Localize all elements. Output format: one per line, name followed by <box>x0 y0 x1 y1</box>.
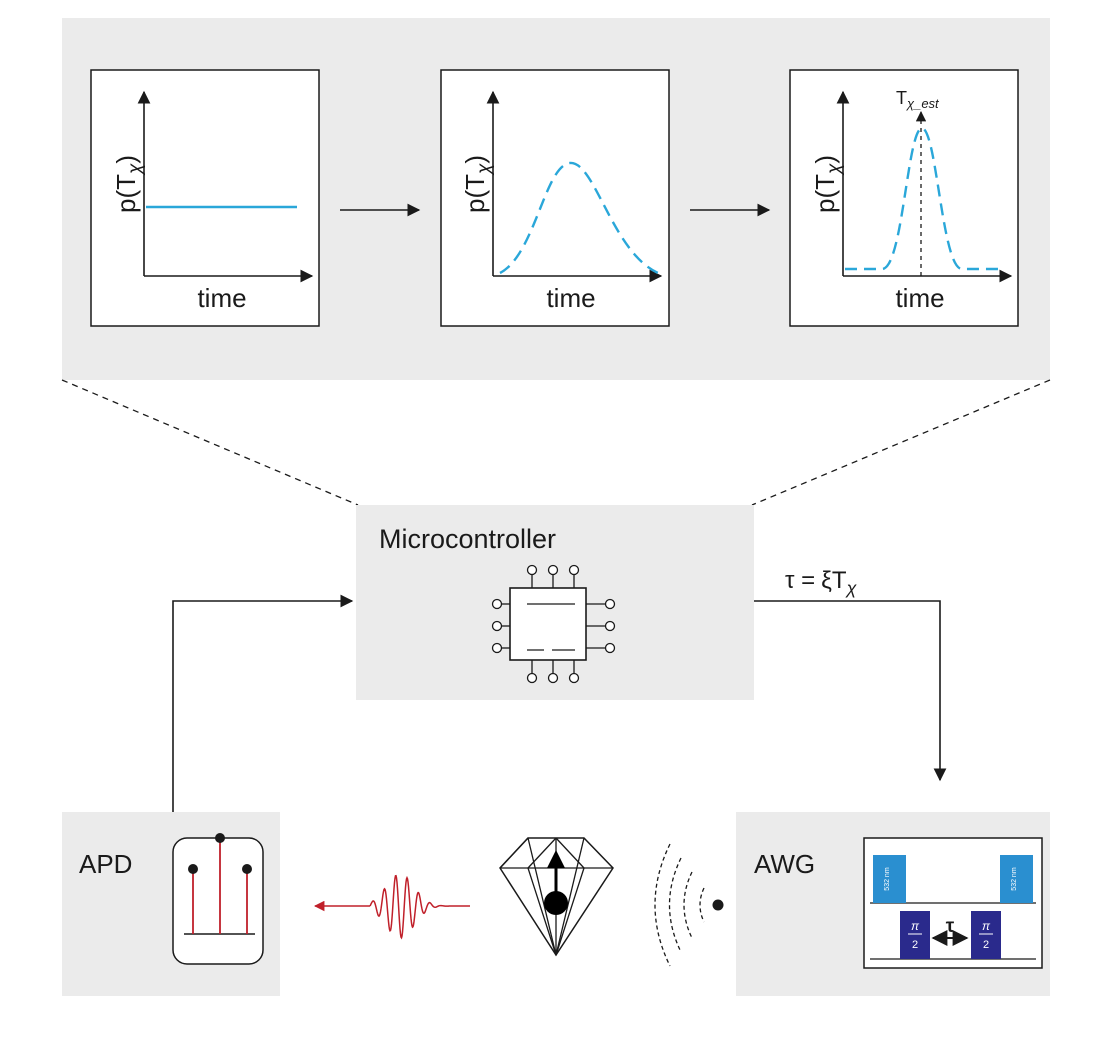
tau-delay-label: τ <box>946 916 955 937</box>
pulse-sequence-icon: 532 nm 532 nm π 2 π 2 τ <box>863 837 1043 969</box>
photon-wave-icon <box>313 874 470 940</box>
nv-diamond-icon <box>499 837 614 957</box>
tau-equation-label: τ =ξTχ <box>785 567 858 598</box>
svg-text:2: 2 <box>983 939 989 951</box>
x-axis-label: time <box>895 283 944 313</box>
chip-icon <box>491 564 616 684</box>
apd-label: APD <box>79 849 132 879</box>
y-axis-label: p(Tχ) <box>810 155 845 213</box>
svg-text:2: 2 <box>912 939 918 951</box>
narrow-gaussian-curve <box>845 126 1003 271</box>
photon-counts-icon <box>172 833 264 965</box>
x-axis-label: time <box>546 283 595 313</box>
zoom-line-right <box>751 379 1051 506</box>
plot-broad-posterior: time p(Tχ) <box>440 69 670 327</box>
mw-pulse-left <box>900 911 930 959</box>
microwave-emitter-icon <box>654 843 724 967</box>
x-axis-label: time <box>197 283 246 313</box>
svg-text:532 nm: 532 nm <box>884 867 891 891</box>
microcontroller-label: Microcontroller <box>379 524 556 554</box>
estimate-label: Tχ_est <box>896 88 940 111</box>
y-axis-label: p(Tχ) <box>460 155 495 213</box>
svg-text:532 nm: 532 nm <box>1011 867 1018 891</box>
svg-text:π: π <box>982 919 991 933</box>
laser-pulse-right <box>1000 855 1033 903</box>
y-axis-label: p(Tχ) <box>111 155 146 213</box>
plot-uniform-prior: time p(Tχ) <box>90 69 320 327</box>
laser-pulse-left <box>873 855 906 903</box>
zoom-line-left <box>61 379 359 506</box>
awg-label: AWG <box>754 849 815 879</box>
broad-gaussian-curve <box>499 161 659 275</box>
svg-text:π: π <box>911 919 920 933</box>
micro-to-awg-wire <box>754 600 947 782</box>
plot-narrow-posterior: Tχ_est time p(Tχ) <box>789 69 1019 327</box>
apd-to-micro-wire <box>172 594 354 812</box>
mw-pulse-right <box>971 911 1001 959</box>
